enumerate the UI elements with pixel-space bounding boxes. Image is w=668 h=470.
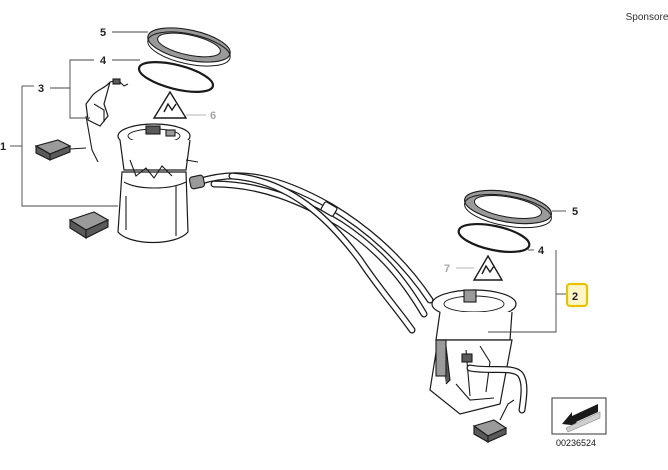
callout-4-right[interactable]: 4	[538, 245, 545, 257]
direction-box: 00236524	[551, 397, 607, 448]
sponsored-label: Sponsored	[625, 12, 668, 23]
seal-ring-left[interactable]	[136, 56, 216, 98]
pump-module-right[interactable]	[429, 289, 517, 415]
callout-6[interactable]: 6	[210, 110, 216, 122]
pump-module-left[interactable]	[117, 123, 199, 244]
return-line-right[interactable]	[466, 364, 528, 414]
float-left[interactable]	[34, 139, 87, 161]
callout-3[interactable]: 3	[38, 83, 44, 95]
callout-5-right[interactable]: 5	[572, 206, 578, 218]
callouts: 5 4 3 1 6 5 4 7 2	[0, 27, 589, 308]
seal-ring-right[interactable]	[456, 219, 531, 257]
locking-ring-right[interactable]	[462, 185, 554, 234]
right-assembly	[429, 185, 554, 443]
fuel-lines[interactable]	[188, 172, 434, 334]
locking-ring-left[interactable]	[145, 22, 233, 73]
level-sensor[interactable]	[85, 78, 129, 163]
callout-2-highlight[interactable]: 2	[565, 282, 589, 308]
warning-triangle-right	[472, 254, 504, 281]
arrow-down-left-icon	[562, 404, 598, 426]
leader-lines	[10, 31, 566, 333]
callout-7[interactable]: 7	[444, 263, 450, 275]
callout-2[interactable]: 2	[572, 291, 578, 303]
callout-1[interactable]: 1	[0, 141, 6, 153]
callout-5-left[interactable]: 5	[100, 27, 106, 39]
left-assembly	[34, 22, 233, 244]
diagram-code: 00236524	[556, 438, 596, 448]
float-bottom-left[interactable]	[68, 211, 110, 239]
float-right[interactable]	[472, 399, 515, 443]
warning-triangle-left	[152, 90, 188, 119]
callout-4-left[interactable]: 4	[100, 55, 107, 67]
